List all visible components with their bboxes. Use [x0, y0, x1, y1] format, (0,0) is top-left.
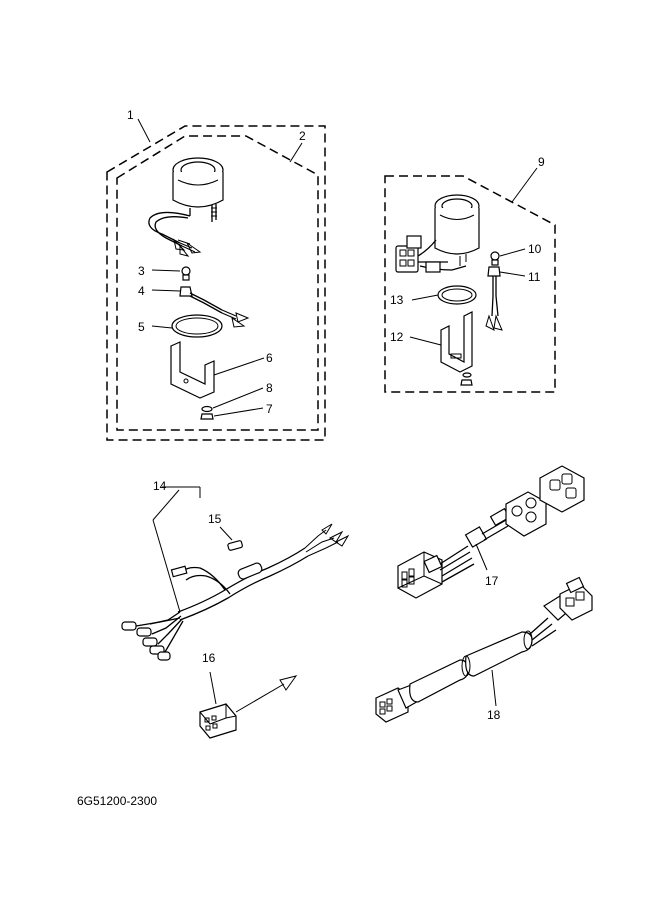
label-8: 8: [266, 381, 273, 395]
label-13: 13: [390, 293, 404, 307]
label-7: 7: [266, 402, 273, 416]
label-10: 10: [528, 242, 542, 256]
label-11: 11: [528, 270, 541, 284]
gauge-assembly-left: [148, 157, 224, 257]
part-10-bulb: [490, 251, 500, 266]
label-5: 5: [138, 320, 145, 334]
leader-lines-left: [137, 118, 303, 417]
part-5-oring: [171, 314, 223, 338]
part-18-cable: [375, 576, 593, 723]
label-15: 15: [208, 512, 222, 526]
kit-1-outline: [106, 125, 326, 441]
label-17: 17: [485, 574, 499, 588]
kit-9-outline: [384, 175, 556, 393]
label-18: 18: [487, 708, 501, 722]
part-12-bracket: [440, 311, 473, 373]
kit-2-outline: [116, 135, 319, 431]
part-7-nut: [200, 413, 214, 420]
right-kit-washer: [460, 372, 473, 386]
label-4: 4: [138, 284, 145, 298]
gauge-assembly-right: [395, 194, 480, 273]
label-6: 6: [266, 351, 273, 365]
part-16-connector: [199, 671, 298, 739]
label-9: 9: [538, 155, 545, 169]
part-4-socket: [179, 286, 250, 328]
label-3: 3: [138, 264, 145, 278]
part-8-washer: [201, 405, 213, 413]
diagram-code: 6G51200-2300: [77, 794, 157, 808]
part-3-bulb: [181, 266, 191, 281]
label-2: 2: [299, 129, 306, 143]
part-labels: 1 2 3 4 5 6 7 8 9 10 11 12 13 14 15 16 1…: [127, 108, 545, 722]
part-17-adapter: [397, 465, 585, 599]
part-14-harness: [121, 486, 350, 661]
leader-lines-right: [409, 167, 538, 346]
part-13-oring: [437, 285, 477, 305]
part-6-bracket: [170, 341, 215, 399]
label-1: 1: [127, 108, 134, 122]
label-12: 12: [390, 330, 404, 344]
label-14: 14: [153, 479, 167, 493]
part-11-socket: [485, 266, 503, 332]
label-16: 16: [202, 651, 216, 665]
part-15-fuse: [219, 526, 243, 551]
